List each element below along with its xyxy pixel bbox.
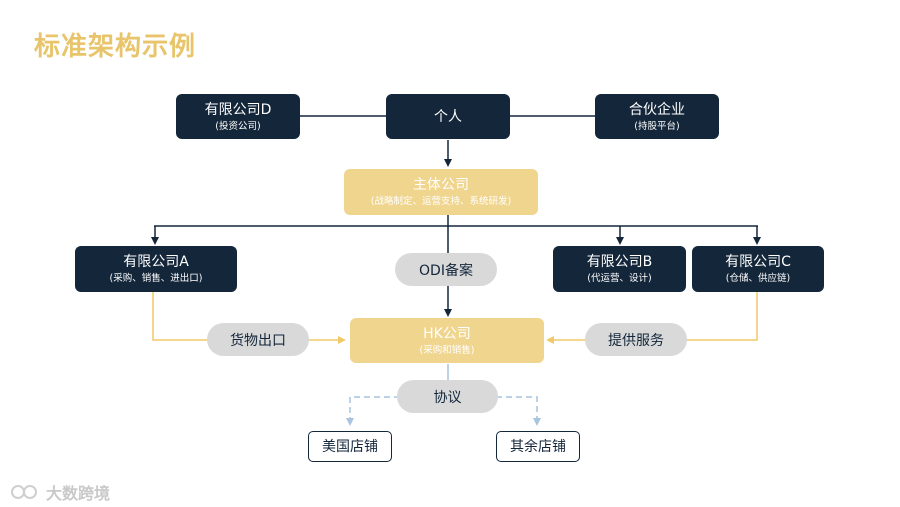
node-other-store: 其余店铺 bbox=[496, 431, 580, 462]
node-company-c-note: (仓储、供应链) bbox=[725, 273, 791, 284]
node-company-d-name: 有限公司D bbox=[204, 101, 272, 118]
node-us-store: 美国店铺 bbox=[308, 431, 392, 462]
node-partnership-name: 合伙企业 bbox=[629, 101, 685, 118]
arrow-to-us-store bbox=[346, 396, 430, 426]
node-main-company: 主体公司 (战略制定、运营支持、系统研发) bbox=[344, 169, 538, 215]
label-goods-export: 货物出口 bbox=[207, 323, 309, 356]
node-company-d: 有限公司D (投资公司) bbox=[176, 94, 300, 139]
node-company-c-name: 有限公司C bbox=[725, 254, 791, 270]
node-company-a-name: 有限公司A bbox=[123, 254, 189, 270]
node-company-d-note: (投资公司) bbox=[215, 120, 261, 132]
label-odi: ODI备案 bbox=[395, 253, 497, 286]
node-other-store-name: 其余店铺 bbox=[510, 438, 566, 455]
label-provide-service: 提供服务 bbox=[585, 323, 687, 356]
node-individual-name: 个人 bbox=[434, 108, 462, 125]
node-hk-company-name: HK公司 bbox=[423, 325, 471, 342]
node-company-b-name: 有限公司B bbox=[586, 254, 653, 270]
node-us-store-name: 美国店铺 bbox=[322, 438, 378, 455]
node-main-company-name: 主体公司 bbox=[413, 177, 469, 193]
watermark: 大数跨境 bbox=[10, 480, 110, 504]
node-company-c: 有限公司C (仓储、供应链) bbox=[692, 246, 824, 292]
node-partnership-note: (持股平台) bbox=[634, 120, 680, 132]
node-hk-company: HK公司 (采购和销售) bbox=[350, 318, 544, 363]
node-company-b-note: (代运营、设计) bbox=[587, 273, 652, 284]
node-company-a: 有限公司A (采购、销售、进出口) bbox=[75, 246, 237, 292]
node-individual: 个人 bbox=[386, 94, 510, 139]
node-hk-company-note: (采购和销售) bbox=[419, 344, 475, 356]
watermark-text: 大数跨境 bbox=[46, 484, 111, 503]
node-main-company-note: (战略制定、运营支持、系统研发) bbox=[370, 196, 512, 207]
page-title: 标准架构示例 bbox=[34, 32, 197, 62]
label-agreement: 协议 bbox=[397, 380, 498, 413]
node-company-b: 有限公司B (代运营、设计) bbox=[553, 246, 686, 292]
node-partnership: 合伙企业 (持股平台) bbox=[595, 94, 719, 139]
watermark-logo-icon bbox=[11, 485, 37, 499]
node-company-a-note: (采购、销售、进出口) bbox=[109, 273, 203, 284]
